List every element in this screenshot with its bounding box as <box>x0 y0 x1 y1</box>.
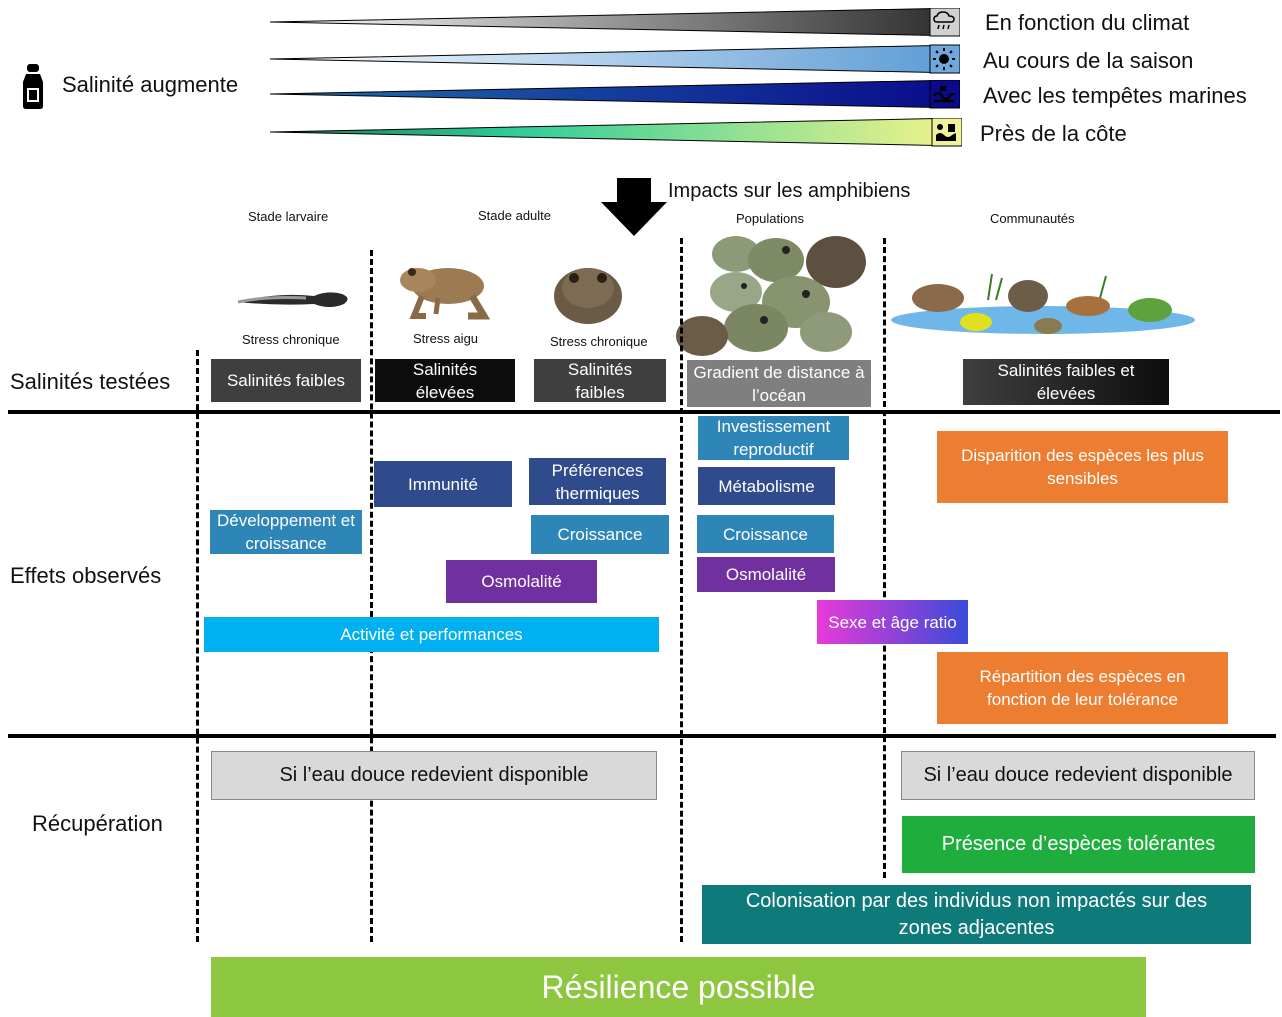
storm-wave-icon <box>932 84 956 104</box>
column-adult: Stade adulte <box>478 208 552 223</box>
row-tested-label: Salinités testées <box>10 369 171 394</box>
sun-icon <box>932 48 956 70</box>
tested-larval: Salinités faibles <box>211 359 361 402</box>
impacts-label: Impacts sur les amphibiens <box>668 180 911 202</box>
column-larval: Stade larvaire <box>248 209 329 224</box>
effect-metabolism: Métabolisme <box>698 467 835 505</box>
salt-shaker-icon <box>20 62 46 110</box>
gradient-climate <box>269 7 961 38</box>
gradient-coast <box>269 117 963 148</box>
effect-distribution: Répartition des espèces en fonction de l… <box>937 652 1228 724</box>
effect-disappearance: Disparition des espèces les plus sensibl… <box>937 431 1228 503</box>
effect-sex-age: Sexe et âge ratio <box>817 600 968 644</box>
toad-chronic-image <box>552 256 624 326</box>
row-effects-label: Effets observés <box>10 563 162 588</box>
separator-bottom <box>8 734 1276 738</box>
impacts-arrow-icon <box>601 178 667 236</box>
frog-acute-image <box>392 258 492 320</box>
toad-population-image <box>676 232 880 356</box>
effect-osmolality-adult: Osmolalité <box>446 560 597 603</box>
divider-left <box>196 350 199 942</box>
effect-development: Développement et croissance <box>210 510 362 554</box>
tested-populations: Gradient de distance à l’océan <box>687 360 871 407</box>
tested-chronic: Salinités faibles <box>534 359 666 402</box>
effect-activity: Activité et performances <box>204 617 659 652</box>
recovery-colonisation: Colonisation par des individus non impac… <box>702 885 1251 944</box>
gradient-coast-label: Près de la côte <box>980 121 1127 146</box>
recovery-freshwater-left: Si l’eau douce redevient disponible <box>211 751 657 800</box>
gradient-season <box>269 44 961 74</box>
stress-chronic-adult: Stress chronique <box>550 334 648 349</box>
stress-acute: Stress aigu <box>413 331 479 346</box>
divider-adult-populations <box>680 238 683 942</box>
column-communities: Communautés <box>990 211 1075 226</box>
tested-communities: Salinités faibles et élevées <box>963 359 1169 405</box>
effect-osmolality-populations: Osmolalité <box>697 557 835 592</box>
rain-cloud-icon <box>932 10 956 32</box>
row-recovery-label: Récupération <box>32 811 163 836</box>
gradient-storms <box>269 79 961 110</box>
effect-growth-populations: Croissance <box>697 515 834 553</box>
separator-top <box>8 410 1280 414</box>
gradient-storms-label: Avec les tempêtes marines <box>983 83 1247 108</box>
tested-acute: Salinités élevées <box>375 359 515 402</box>
effect-immunity: Immunité <box>374 461 512 507</box>
recovery-freshwater-right: Si l’eau douce redevient disponible <box>901 751 1255 800</box>
effect-growth-adult: Croissance <box>531 515 669 554</box>
gradient-season-label: Au cours de la saison <box>983 48 1194 73</box>
gradient-climate-label: En fonction du climat <box>985 10 1190 35</box>
resilience-banner: Résilience possible <box>211 957 1146 1017</box>
divider-larval-adult <box>370 250 373 942</box>
stress-chronic-larval: Stress chronique <box>242 332 340 347</box>
coast-icon <box>934 121 958 143</box>
community-pond-image <box>888 270 1198 340</box>
effect-thermal: Préférences thermiques <box>529 458 666 505</box>
effect-reproduction: Investissement reproductif <box>698 416 849 460</box>
salinity-increase-label: Salinité augmente <box>62 72 239 97</box>
column-populations: Populations <box>736 211 804 226</box>
recovery-tolerant-species: Présence d’espèces tolérantes <box>902 816 1255 873</box>
tadpole-image <box>236 282 354 316</box>
divider-populations-communities <box>883 238 886 878</box>
